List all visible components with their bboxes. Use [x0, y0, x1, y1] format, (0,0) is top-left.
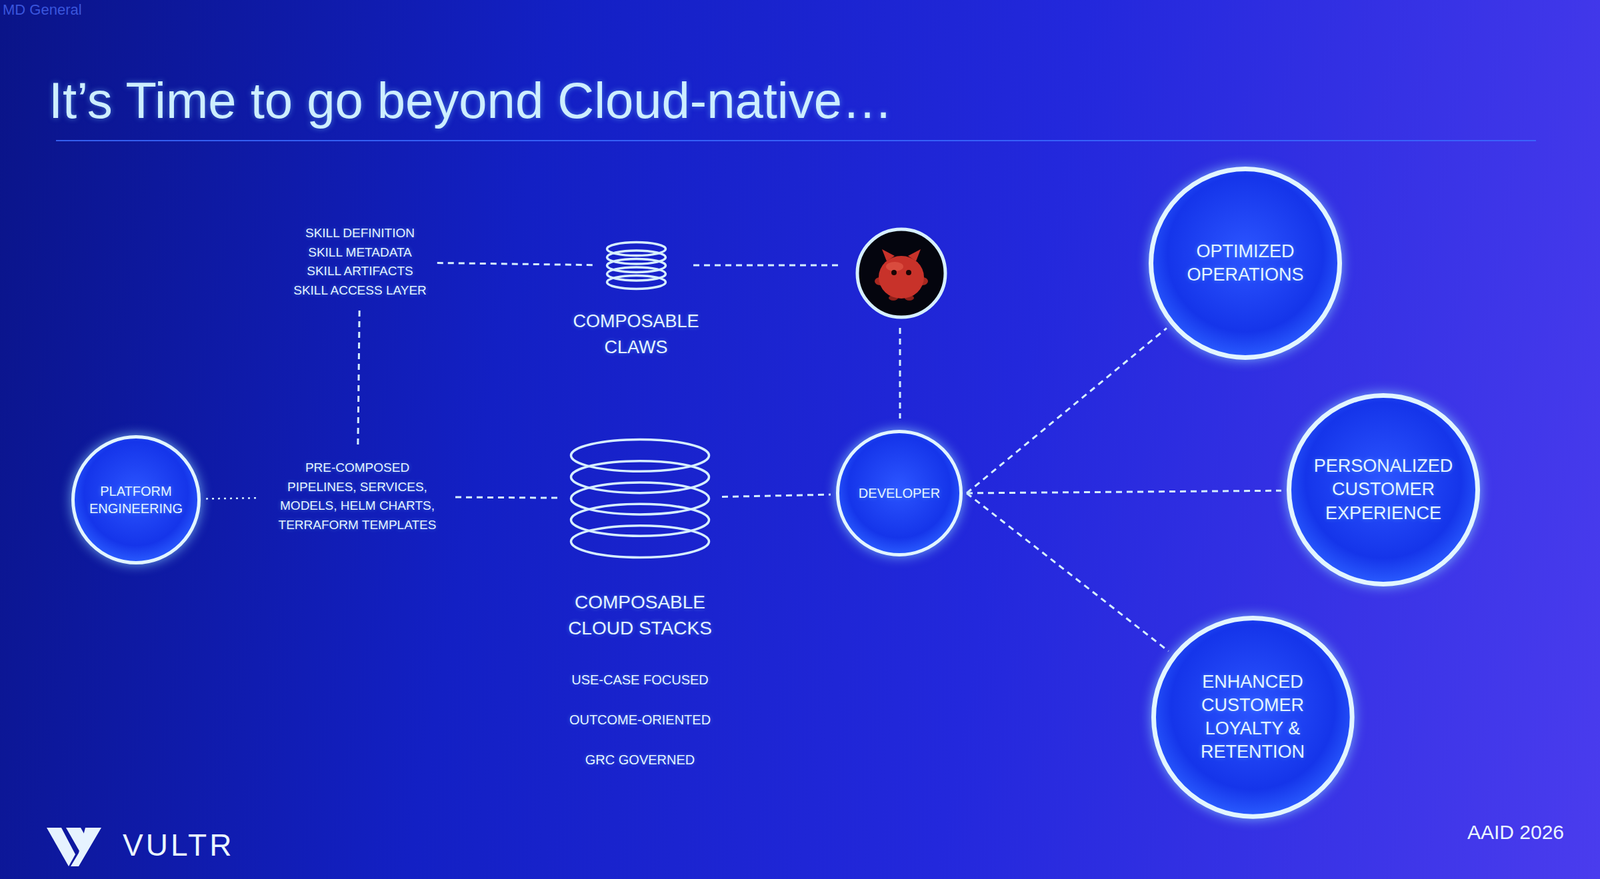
dashed-connector: [966, 490, 1282, 494]
node-label: COMPOSABLE CLOUD STACKS: [556, 589, 724, 642]
node-label: OPTIMIZED OPERATIONS: [1168, 240, 1323, 287]
circle-outline: [71, 435, 201, 565]
node-label: PLATFORM ENGINEERING: [84, 482, 188, 518]
outcome-circle: OPTIMIZED OPERATIONS: [1148, 166, 1342, 360]
stack-icon-node: COMPOSABLE CLAWS: [552, 240, 720, 361]
circle-shape: [838, 432, 962, 556]
circle-text: OPTIMIZED OPERATIONS: [1168, 240, 1323, 287]
node-note: OUTCOME-ORIENTED: [556, 710, 724, 730]
mascot-icon: [857, 229, 946, 318]
asset-list: PRE-COMPOSED PIPELINES, SERVICES, MODELS…: [270, 458, 445, 535]
dashed-connector: [966, 328, 1167, 494]
mascot-ring: [857, 229, 946, 318]
role-circle: PLATFORM ENGINEERING: [71, 435, 201, 565]
circle-outline: [1151, 616, 1355, 820]
circle-text: PLATFORM ENGINEERING: [84, 482, 188, 518]
stack-icon: [568, 437, 712, 560]
node-note: GRC GOVERNED: [556, 750, 724, 770]
circle-outline: [1148, 166, 1342, 360]
skill-list: SKILL DEFINITIONSKILL METADATASKILL ARTI…: [293, 224, 427, 300]
slide-title: It’s Time to go beyond Cloud-native…: [48, 71, 893, 130]
node-label: COMPOSABLE CLAWS: [552, 308, 720, 361]
dashed-connector: [206, 498, 260, 499]
node-note: SKILL ARTIFACTS: [293, 262, 427, 282]
stack-ring: [571, 526, 710, 558]
circle-shape: [1151, 169, 1340, 358]
stack-ring: [606, 275, 666, 289]
mascot-body: [878, 256, 924, 299]
stack-icon-node: COMPOSABLE CLOUD STACKS USE-CASE FOCUSED O…: [556, 437, 724, 770]
circle-shape: [1153, 618, 1352, 817]
watermark: MD General: [2, 1, 82, 19]
role-circle: DEVELOPER: [836, 430, 963, 557]
node-label: PRE-COMPOSED PIPELINES, SERVICES, MODELS…: [270, 458, 445, 535]
dashed-connector: [437, 263, 594, 266]
logo-stripe: [70, 828, 102, 867]
stack-icon: [604, 240, 668, 292]
node-label: PERSONALIZED CUSTOMER EXPERIENCE: [1306, 454, 1461, 525]
outcome-circle: ENHANCED CUSTOMER LOYALTY & RETENTION: [1151, 616, 1355, 820]
node-label: DEVELOPER: [858, 484, 940, 502]
mascot-eye: [906, 270, 912, 276]
circle-shape: [73, 437, 200, 564]
node-label: SKILL DEFINITION: [293, 224, 427, 244]
dashed-connector: [722, 494, 831, 497]
dashed-link: [899, 328, 902, 419]
circle-shape: [1289, 396, 1478, 585]
event-tag: AAID 2026: [1467, 821, 1564, 844]
outcome-circle: PERSONALIZED CUSTOMER EXPERIENCE: [1286, 393, 1480, 587]
dashed-connector: [358, 310, 360, 448]
node-note: SKILL ACCESS LAYER: [293, 281, 427, 301]
circle-text: DEVELOPER: [858, 484, 940, 502]
node-note: USE-CASE FOCUSED: [556, 670, 724, 690]
brand-logo: [46, 828, 102, 867]
dashed-connector: [455, 497, 558, 498]
mascot-highlight: [886, 262, 904, 272]
mascot-eye: [891, 270, 897, 276]
dashed-link: [693, 264, 842, 267]
title-rule: [56, 140, 1536, 142]
circle-text: ENHANCED CUSTOMER LOYALTY & RETENTION: [1173, 670, 1332, 764]
brand-name: VULTR: [122, 827, 234, 864]
node-label: ENHANCED CUSTOMER LOYALTY & RETENTION: [1173, 670, 1332, 764]
node-note: SKILL METADATA: [293, 243, 427, 263]
dashed-connector: [966, 493, 1169, 652]
circle-text: PERSONALIZED CUSTOMER EXPERIENCE: [1306, 454, 1461, 525]
